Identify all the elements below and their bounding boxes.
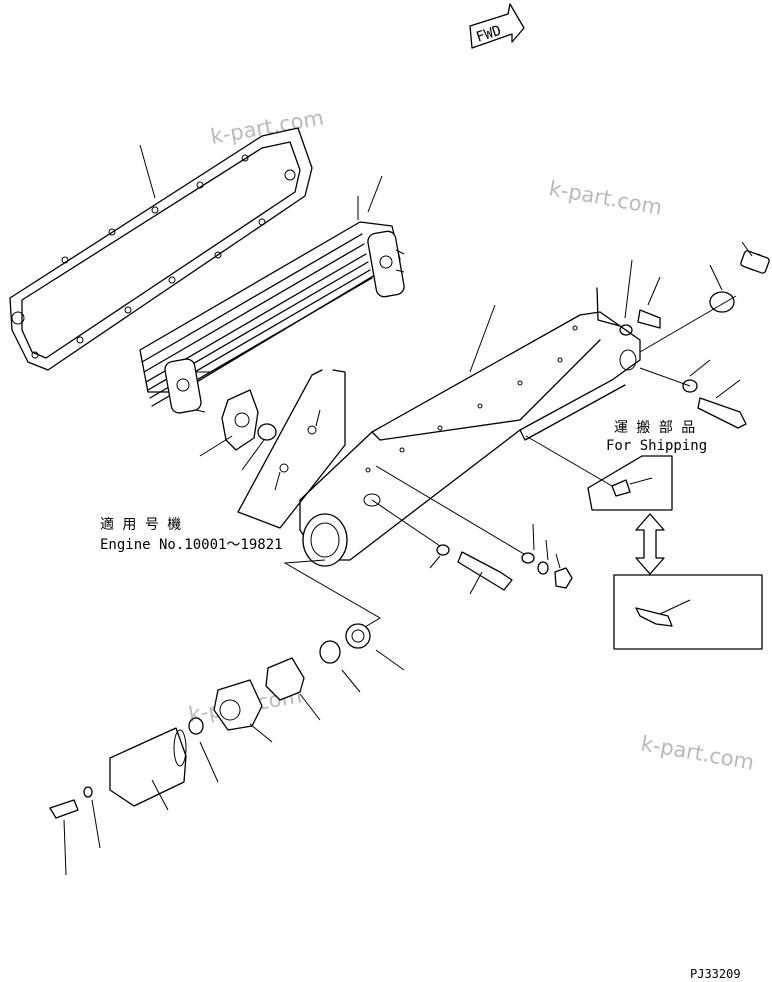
drawing-number: PJ33209 (690, 967, 741, 981)
through-bolt-set (371, 465, 573, 595)
watermark-1: k-part.com (209, 105, 326, 148)
applicable-note-en: Engine No.10001～19821 (100, 537, 283, 553)
shipping-note: 運 搬 部 品 For Shipping (525, 420, 707, 511)
cooler-gasket-small (199, 389, 277, 471)
oil-cooler-core (139, 175, 405, 414)
upper-bolts (596, 241, 770, 429)
fwd-label: FWD (474, 23, 503, 46)
watermark-3: k-part.com (639, 731, 756, 774)
applicable-note-jp: 適 用 号 機 (100, 516, 181, 533)
forward-arrow-icon: FWD (469, 3, 525, 49)
oil-cooler-gasket (9, 127, 313, 371)
shipping-note-jp: 運 搬 部 品 (614, 420, 695, 436)
applicable-range-bracket: 適 用 号 機 Engine No.10001～19821 (100, 369, 346, 553)
shipping-note-en: For Shipping (606, 438, 707, 454)
detail-leader (283, 559, 381, 631)
shipping-part-box (613, 574, 763, 650)
regulator-valve-parts (49, 623, 405, 876)
oil-cooler-cover (299, 304, 641, 567)
double-arrow-icon (635, 513, 665, 575)
watermark-2: k-part.com (547, 176, 664, 219)
